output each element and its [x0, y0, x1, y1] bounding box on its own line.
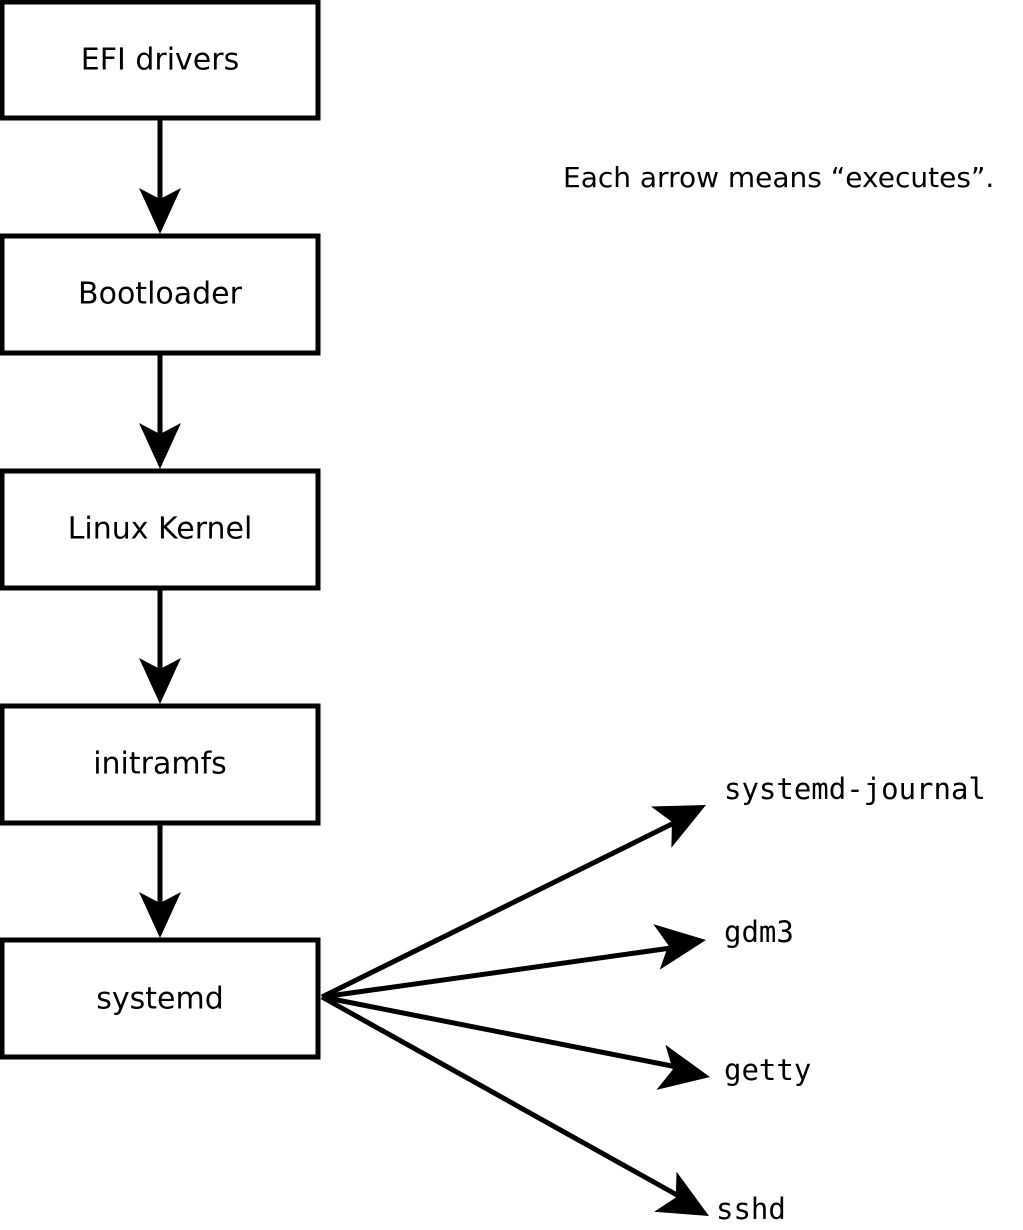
node-label: EFI drivers	[81, 43, 239, 78]
edge-initramfs-to-systemd	[139, 823, 181, 938]
node-initramfs[interactable]: initramfs	[0, 703, 321, 826]
arrow-head-down-icon	[139, 188, 181, 234]
node-box	[0, 703, 321, 826]
leaf-label-getty: getty	[724, 1053, 811, 1087]
node-box	[0, 937, 321, 1060]
edge-systemd-to-gdm3	[321, 924, 706, 1000]
node-label: initramfs	[93, 747, 227, 782]
node-systemd[interactable]: systemd	[0, 937, 321, 1060]
edge-kernel-to-initramfs	[139, 588, 181, 704]
arrow-head-icon	[650, 805, 706, 848]
leaf-label-systemd-journal: systemd-journal	[724, 772, 986, 806]
edge-bootloader-to-kernel	[139, 353, 181, 469]
edge-line	[321, 994, 683, 1071]
arrow-head-icon	[653, 924, 706, 970]
arrow-head-icon	[654, 1171, 709, 1216]
node-linux-kernel[interactable]: Linux Kernel	[0, 468, 321, 591]
arrow-head-down-icon	[139, 892, 181, 938]
edge-line	[321, 944, 679, 1000]
arrow-head-icon	[656, 1044, 710, 1090]
node-label: systemd	[96, 982, 224, 1017]
edge-systemd-to-sshd	[320, 994, 709, 1216]
arrow-head-down-icon	[139, 423, 181, 469]
edge-systemd-to-systemd-journal	[320, 805, 706, 1000]
leaf-label-sshd: sshd	[716, 1192, 786, 1226]
fanout-labels-group: systemd-journal gdm3 getty sshd	[716, 772, 986, 1226]
edge-line	[320, 819, 678, 1000]
edge-systemd-to-getty	[321, 994, 710, 1090]
arrow-head-down-icon	[139, 658, 181, 704]
node-bootloader[interactable]: Bootloader	[0, 233, 321, 356]
chain-edges-group	[139, 118, 181, 938]
node-efi-drivers[interactable]: EFI drivers	[0, 0, 321, 121]
node-box	[0, 0, 321, 121]
node-label: Bootloader	[78, 277, 243, 312]
legend-text: Each arrow means “executes”.	[563, 161, 994, 194]
leaf-label-gdm3: gdm3	[724, 915, 794, 949]
fanout-edges-group	[320, 805, 710, 1216]
node-box	[0, 468, 321, 591]
node-box	[0, 233, 321, 356]
node-label: Linux Kernel	[68, 512, 253, 547]
chain-boxes-group: EFI drivers Bootloader Linux Kernel init…	[0, 0, 321, 1060]
edge-efi-to-bootloader	[139, 118, 181, 234]
edge-line	[320, 994, 679, 1198]
